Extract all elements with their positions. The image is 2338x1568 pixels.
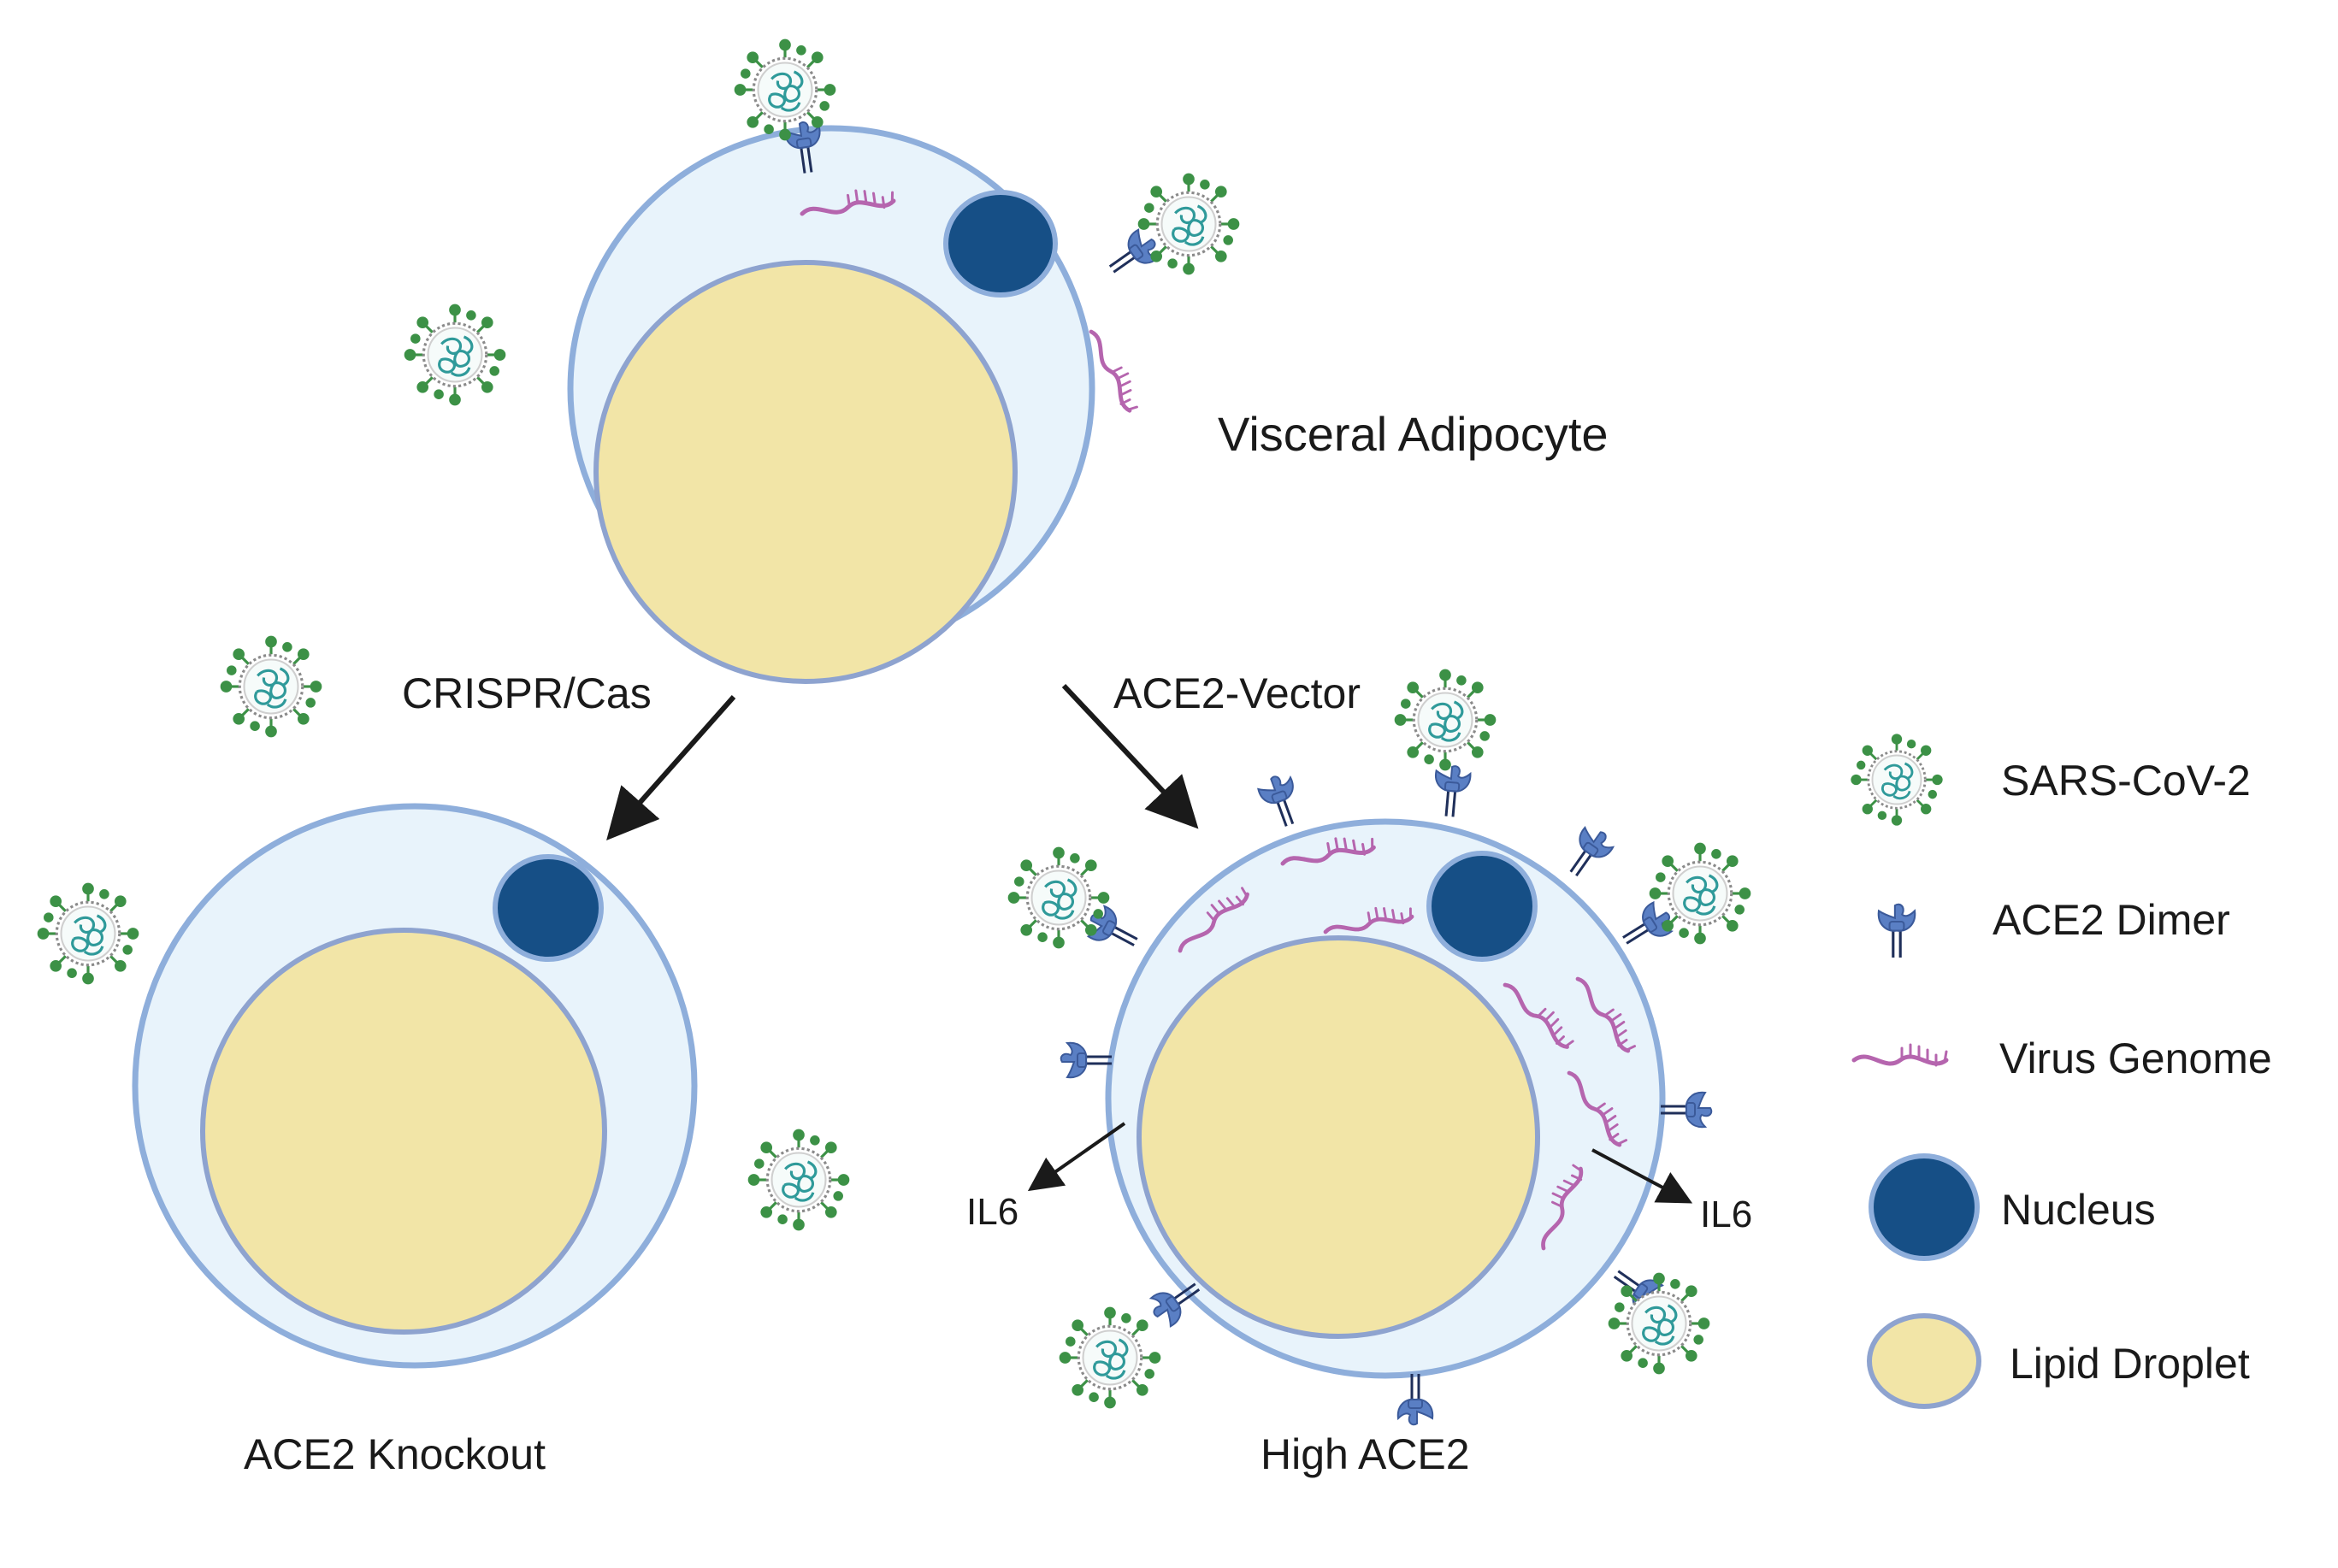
virus-genome <box>1087 326 1142 413</box>
legend-item-lipid-droplet: Lipid Droplet <box>1867 1313 2250 1409</box>
nucleus-icon <box>1869 1153 1980 1261</box>
ace2-receptor <box>1396 1372 1434 1426</box>
lipid-droplet <box>200 928 607 1335</box>
ace2-receptor <box>1255 769 1308 833</box>
ace2-receptor <box>1557 821 1619 886</box>
high-ace2-label: High ACE2 <box>1261 1430 1470 1478</box>
arrow-to-high-ace2 <box>1061 683 1199 829</box>
sars-cov-2-virus <box>220 635 322 738</box>
sars-cov-2-virus <box>1137 173 1240 275</box>
lipid-droplet-icon <box>1867 1313 1981 1409</box>
virus-genome-icon <box>1854 1045 1946 1065</box>
sars-cov-2-virus <box>37 882 139 985</box>
sars-cov-2-virus <box>404 304 506 406</box>
sars-cov-2-virus <box>1007 846 1110 949</box>
sars-cov-2-virus <box>747 1129 850 1231</box>
il6-label-left: IL6 <box>966 1191 1018 1233</box>
arrow-to-knockout <box>606 695 736 840</box>
nucleus <box>943 190 1058 298</box>
ace2-dimer-icon <box>1877 903 1916 959</box>
sars-cov-2-virus <box>734 38 836 141</box>
sars-cov-2-virus <box>1059 1306 1161 1409</box>
ace2-receptor <box>1060 1041 1113 1079</box>
legend-label: Nucleus <box>2001 1186 2156 1234</box>
sars-cov-2-virus <box>1608 1272 1710 1375</box>
sars-cov-2-virus <box>1649 842 1751 945</box>
visceral-adipocyte-label: Visceral Adipocyte <box>1218 407 1609 461</box>
lipid-droplet <box>1137 935 1540 1339</box>
legend-label: Virus Genome <box>1999 1035 2272 1082</box>
visceral-adipocyte-cell <box>567 38 1240 684</box>
legend-item-nucleus: Nucleus <box>1869 1153 2156 1261</box>
high-ace2-cell <box>1007 669 1751 1426</box>
legend-item-ace2-dimer: ACE2 Dimer <box>1877 896 2230 959</box>
ace2-knockout-label: ACE2 Knockout <box>244 1430 546 1478</box>
lipid-droplet <box>593 260 1018 684</box>
ace2-receptor <box>1659 1091 1713 1129</box>
legend-label: SARS-CoV-2 <box>2001 757 2251 805</box>
crispr-label: CRISPR/Cas <box>402 669 652 717</box>
nucleus <box>1426 851 1538 962</box>
legend-label: Lipid Droplet <box>2010 1340 2250 1388</box>
legend-item-virus-genome: Virus Genome <box>1854 1035 2272 1082</box>
nucleus <box>493 854 604 962</box>
il6-arrow-left <box>1027 1122 1126 1192</box>
ace2-receptor <box>1431 763 1473 820</box>
il6-arrow-right <box>1591 1148 1693 1204</box>
legend-label: ACE2 Dimer <box>1993 896 2230 944</box>
ace2-knockout-cell <box>132 803 698 1369</box>
ace2-vector-label: ACE2-Vector <box>1113 669 1361 717</box>
sars-cov-2-virus <box>1394 669 1497 771</box>
il6-label-right: IL6 <box>1700 1194 1752 1235</box>
legend-item-sars-cov-2: SARS-CoV-2 <box>1851 734 2251 826</box>
sars-cov-2-icon <box>1851 734 1943 826</box>
legend: SARS-CoV-2 ACE2 Dimer Virus Genome Nucle… <box>1851 734 2272 1409</box>
